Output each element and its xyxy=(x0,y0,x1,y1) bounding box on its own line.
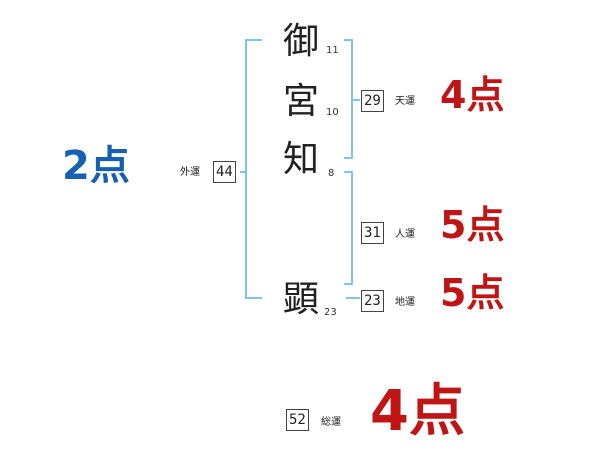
heaven-bracket xyxy=(344,39,353,159)
outer-score: 2点 xyxy=(62,143,130,189)
earth-score: 5点 xyxy=(440,271,505,315)
stroke-count-3: 8 xyxy=(328,168,335,179)
name-char-4: 顕 xyxy=(283,279,320,320)
total-label: 総運 xyxy=(321,417,341,428)
outer-label: 外運 xyxy=(180,167,200,178)
earth-label: 地運 xyxy=(395,297,415,308)
name-char-3: 知 xyxy=(283,139,320,180)
person-score: 5点 xyxy=(440,203,505,247)
outer-bracket xyxy=(245,39,262,299)
person-label: 人運 xyxy=(395,229,415,240)
name-char-2: 宮 xyxy=(283,81,320,122)
name-char-1: 御 xyxy=(283,21,320,62)
heaven-score: 4点 xyxy=(440,73,505,117)
stroke-count-1: 11 xyxy=(326,45,339,56)
heaven-value-box: 29 xyxy=(361,90,384,112)
heaven-label: 天運 xyxy=(395,96,415,107)
stroke-count-4: 23 xyxy=(324,307,337,318)
outer-value-box: 44 xyxy=(213,161,236,183)
total-value-box: 52 xyxy=(286,409,309,431)
earth-value-box: 23 xyxy=(361,290,384,312)
stroke-count-2: 10 xyxy=(326,107,339,118)
person-bracket xyxy=(344,171,353,285)
total-score: 4点 xyxy=(370,379,465,444)
person-value-box: 31 xyxy=(361,222,384,244)
